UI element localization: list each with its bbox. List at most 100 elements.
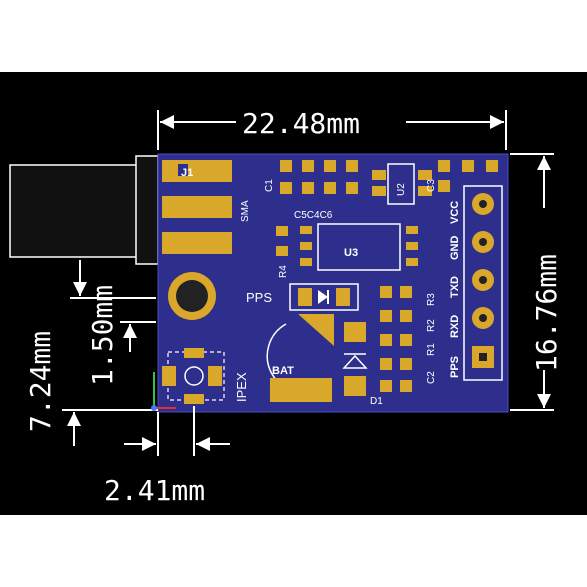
c1-pad-2	[280, 182, 292, 194]
c3-pad-4	[486, 160, 498, 172]
dim-height-arrow-bottom	[537, 394, 551, 408]
sma-pad-bottom	[162, 232, 232, 254]
r1-pad-2	[400, 334, 412, 346]
dim-small-arrow-bottom	[123, 324, 137, 338]
d1-pad-2	[344, 376, 366, 396]
d1-diode-icon	[342, 354, 368, 369]
dim-left-arrow	[67, 412, 81, 426]
label-pps-pin: PPS	[449, 356, 461, 378]
pcb-drawing-stage: J1 SMA C1 C5C4C6 U2	[0, 72, 587, 515]
c2-pad-2	[400, 358, 412, 370]
pin-header-outline	[463, 185, 503, 381]
label-gnd: GND	[449, 236, 461, 261]
u2-pad-3	[418, 170, 432, 180]
pcb-drawing: J1 SMA C1 C5C4C6 U2	[9, 107, 563, 507]
c5-pad-2	[302, 182, 314, 194]
r4-pad-2	[276, 246, 288, 256]
r4-pad-1	[276, 226, 288, 236]
dim-bottom-arrow-left	[142, 437, 156, 451]
pps-led-pad-1	[298, 288, 312, 306]
label-u2: U2	[396, 183, 407, 196]
pin-vcc-hole	[479, 200, 487, 208]
u2-pad-1	[372, 170, 386, 180]
r2-pad-2	[400, 310, 412, 322]
c4-pad-1	[324, 160, 336, 172]
sma-connector-flange	[135, 155, 159, 265]
label-c2: C2	[426, 371, 437, 384]
ipex-pad-bottom	[184, 394, 204, 404]
mounting-hole	[176, 280, 208, 312]
label-r1: R1	[426, 343, 437, 356]
r2-pad-1	[380, 310, 392, 322]
label-j1: J1	[181, 167, 193, 179]
c6-pad-2	[346, 182, 358, 194]
c1-pad-1	[280, 160, 292, 172]
dim-width-label: 22.48mm	[242, 107, 360, 140]
u3-pin-4	[406, 226, 418, 234]
ipex-pad-left	[162, 366, 176, 386]
label-pps-led: PPS	[246, 290, 272, 305]
u2-outline	[387, 163, 415, 205]
dim-width-arrow-left	[160, 115, 174, 129]
c5-pad-1	[302, 160, 314, 172]
origin-marker-icon	[151, 405, 157, 411]
pps-led-pad-2	[336, 288, 350, 306]
label-c3: C3	[426, 179, 437, 192]
label-bat: BAT	[272, 365, 294, 377]
label-txd: TXD	[449, 276, 461, 298]
ipex-center	[184, 366, 204, 386]
dim-small-arrow-top	[73, 282, 87, 296]
sma-pad-top	[162, 160, 232, 182]
label-ipex: IPEX	[234, 372, 249, 402]
u3-pin-6	[406, 258, 418, 266]
label-r3: R3	[426, 293, 437, 306]
u3-pin-1	[300, 226, 312, 234]
pps-led-outline	[289, 283, 359, 311]
dim-small-label: 1.50mm	[86, 285, 119, 386]
pps-led-icon	[318, 290, 328, 304]
label-u3: U3	[344, 247, 358, 259]
dim-bottom-arrow-right	[196, 437, 210, 451]
u2-pad-4	[418, 186, 432, 196]
label-sma: SMA	[240, 200, 251, 222]
sma-pad-gap	[178, 164, 188, 176]
u3-pin-3	[300, 258, 312, 266]
pin-pps-hole	[479, 353, 487, 361]
d1-pad-1	[344, 322, 366, 342]
dim-bottom-label: 2.41mm	[104, 474, 205, 507]
label-rxd: RXD	[449, 315, 461, 338]
sma-connector-body	[9, 164, 139, 258]
pin-gnd-hole	[479, 238, 487, 246]
ipex-pad-top	[184, 348, 204, 358]
r3-pad-2	[400, 286, 412, 298]
pin-rxd-hole	[479, 314, 487, 322]
battery-pad-triangle	[298, 314, 334, 346]
u3-pin-2	[300, 242, 312, 250]
dim-width-arrow-right	[490, 115, 504, 129]
c2-pad-3	[380, 380, 392, 392]
u3-pin-5	[406, 242, 418, 250]
label-c5c4c6: C5C4C6	[294, 210, 333, 221]
dim-left-label: 7.24mm	[24, 331, 57, 432]
label-r2: R2	[426, 319, 437, 332]
r1-pad-1	[380, 334, 392, 346]
label-r4: R4	[278, 265, 289, 278]
ipex-pad-right	[208, 366, 222, 386]
label-c1: C1	[264, 179, 275, 192]
dim-height-label: 16.76mm	[530, 254, 563, 372]
c3-pad-2	[438, 180, 450, 192]
battery-pad-bottom	[270, 378, 332, 402]
u3-outline	[317, 223, 401, 271]
c2-pad-4	[400, 380, 412, 392]
c6-pad-1	[346, 160, 358, 172]
pin-txd-hole	[479, 276, 487, 284]
c4-pad-2	[324, 182, 336, 194]
dim-height-arrow-top	[537, 156, 551, 170]
label-vcc: VCC	[449, 201, 461, 224]
u2-pad-2	[372, 186, 386, 196]
label-d1: D1	[370, 396, 383, 407]
r3-pad-1	[380, 286, 392, 298]
c3-pad-3	[462, 160, 474, 172]
c2-pad-1	[380, 358, 392, 370]
